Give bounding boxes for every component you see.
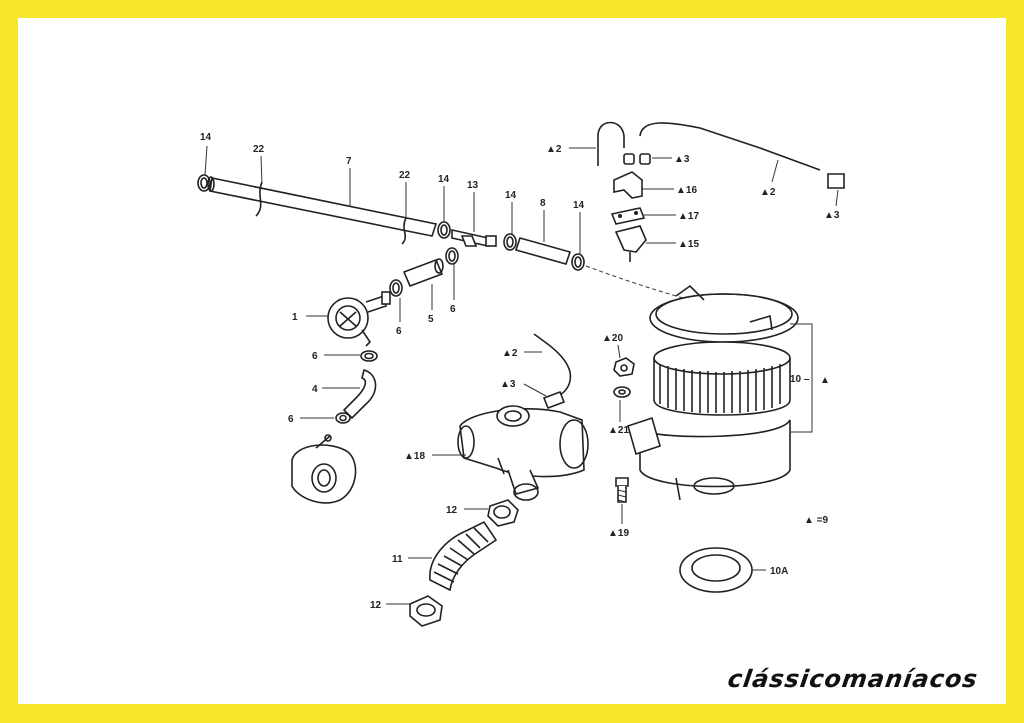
- hose-5: [402, 258, 444, 288]
- intake-elbow-18: [457, 405, 589, 501]
- air-filter-housing-10: [627, 284, 799, 501]
- hose-end-3-center: [542, 390, 566, 410]
- hose-clamp-6-t: [445, 247, 459, 265]
- label-7: 7: [346, 156, 352, 167]
- label-2-center: ▲2: [502, 348, 518, 359]
- bracket-line-10: [790, 323, 813, 433]
- screw-19: [615, 477, 629, 503]
- label-13: 13: [467, 180, 479, 191]
- label-6-t: 6: [450, 304, 456, 315]
- label-4: 4: [312, 384, 318, 395]
- gasket-ring-10a: [679, 547, 753, 593]
- label-3-right: ▲3: [824, 210, 840, 221]
- cap-12-upper: [487, 499, 519, 527]
- valve-15: [614, 225, 647, 262]
- label-11: 11: [392, 554, 403, 565]
- hose-4: [342, 369, 377, 420]
- label-19: ▲19: [608, 528, 629, 539]
- hose-clamp-14-left: [197, 174, 211, 192]
- clip-22-left: [255, 181, 263, 217]
- caps-3: [623, 153, 651, 165]
- label-10: 10 –: [790, 374, 810, 385]
- label-1: 1: [292, 312, 298, 323]
- label-14-b: 14: [438, 174, 450, 185]
- brand-logo: clássicomaníacos: [726, 665, 980, 693]
- label-3-top: ▲3: [674, 154, 690, 165]
- hose-clamp-6-valve: [360, 350, 378, 362]
- hose-clamp-14-c: [503, 233, 517, 251]
- label-22-right: 22: [399, 170, 411, 181]
- clip-22-right: [401, 217, 407, 245]
- label-5: 5: [428, 314, 434, 325]
- leader-lines: [204, 145, 839, 605]
- hose-2-curved-long: [639, 122, 821, 171]
- connection-dash-line: [585, 265, 691, 301]
- nut-20: [613, 357, 635, 377]
- label-10a: 10A: [770, 566, 788, 577]
- label-10-triangle: ▲: [820, 375, 830, 386]
- hose-7: [207, 176, 438, 237]
- label-16: ▲16: [676, 185, 697, 196]
- t-connector-13: [451, 229, 497, 247]
- label-21: ▲21: [608, 425, 629, 436]
- label-2-right: ▲2: [760, 187, 776, 198]
- label-14-left: 14: [200, 132, 212, 143]
- hose-2-center: [533, 333, 572, 397]
- gasket-17: [610, 207, 646, 225]
- label-6-valve: 6: [312, 351, 318, 362]
- label-17: ▲17: [678, 211, 699, 222]
- label-20: ▲20: [602, 333, 623, 344]
- legend-note: ▲ =9: [804, 515, 829, 526]
- bracket-16: [613, 171, 643, 199]
- intake-fitting: [291, 434, 357, 504]
- hose-clamp-6-hose5: [389, 279, 403, 297]
- hose-clamp-14-b: [437, 221, 451, 239]
- hose-end-3: [827, 173, 845, 189]
- label-2-top: ▲2: [546, 144, 562, 155]
- hose-clamp-6-bottom: [335, 412, 351, 424]
- hose-2-curved-short: [597, 121, 625, 166]
- label-12-lower: 12: [370, 600, 382, 611]
- corrugated-hose-11: [429, 520, 498, 592]
- label-12-upper: 12: [446, 505, 458, 516]
- diagram-frame: [18, 18, 1006, 704]
- label-3-center: ▲3: [500, 379, 516, 390]
- valve-1: [327, 291, 391, 347]
- label-14-c: 14: [505, 190, 517, 201]
- label-15: ▲15: [678, 239, 699, 250]
- label-6-hose5: 6: [396, 326, 402, 337]
- washer-21: [613, 386, 631, 398]
- label-8: 8: [540, 198, 546, 209]
- hose-clamp-14-d: [571, 253, 585, 271]
- label-22-left: 22: [253, 144, 265, 155]
- label-14-d: 14: [573, 200, 585, 211]
- label-18: ▲18: [404, 451, 425, 462]
- cap-12-lower: [409, 595, 443, 627]
- label-6-bottom: 6: [288, 414, 294, 425]
- hose-8: [514, 237, 572, 265]
